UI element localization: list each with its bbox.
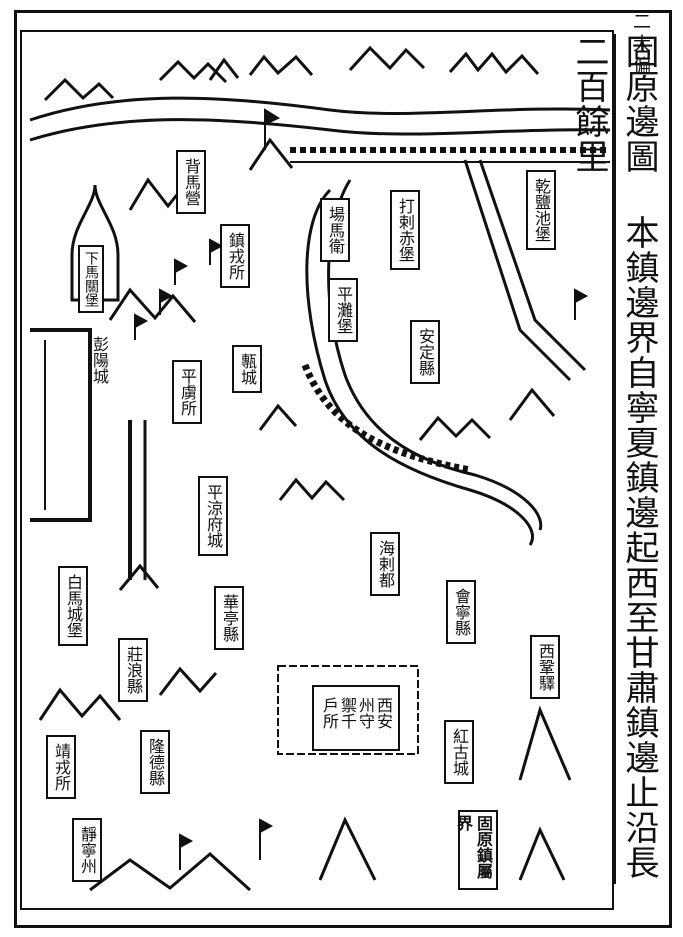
- label-da-la-chi-bao: 打剌赤堡: [390, 190, 420, 270]
- label-hui-ning-xian: 會寧縣: [446, 580, 476, 644]
- label-hai-la-du: 海剌都: [370, 532, 400, 596]
- title-fragment-3: 偏: [633, 56, 651, 77]
- boundary-seal: 固原鎮屬界: [454, 810, 498, 890]
- label-zhuang-lang-xian: 莊浪縣: [118, 638, 148, 702]
- label-xi-gong-yi: 西鞏驛: [530, 635, 560, 699]
- label-xi-an-zhou: 西安州守禦千戶所: [312, 685, 400, 751]
- label-ping-tan-bao: 平灘堡: [328, 278, 358, 342]
- label-wen-cheng: 甎城: [232, 345, 262, 393]
- label-peng-yang-cheng: 彭陽城: [90, 336, 109, 384]
- label-ping-lu-suo: 平虜所: [172, 360, 202, 424]
- label-xia-ma-guan-bao: 下馬關堡: [78, 245, 104, 313]
- label-an-ding-xian: 安定縣: [410, 320, 440, 384]
- map-inner-frame: [20, 30, 614, 910]
- label-bei-ma-ying: 背馬營: [176, 150, 206, 214]
- title-fragment-1: 二: [633, 12, 651, 33]
- label-bai-ma-cheng-bao: 白馬城堡: [58, 566, 88, 646]
- label-gan-yan-chi-bao: 乾鹽池堡: [526, 170, 556, 250]
- map-title: 固原邊圖 本鎮邊界自寧夏鎮邊起西至甘肅鎮邊止沿長二百餘里: [569, 34, 664, 884]
- label-zhen-rong-suo: 鎮戎所: [220, 224, 250, 288]
- label-hong-gu-cheng: 紅古城: [444, 720, 474, 784]
- map-outer-frame: [14, 10, 672, 928]
- label-jing-ning-zhou: 靜寧州: [72, 818, 102, 882]
- title-fragment-2: 大: [633, 34, 651, 55]
- label-ma-chang-wei: 場馬衛: [320, 198, 350, 262]
- label-jing-rong-suo: 靖戎所: [46, 735, 76, 799]
- label-long-de-xian: 隆德縣: [140, 730, 170, 794]
- label-ping-liang-fu-cheng: 平涼府城: [198, 476, 228, 556]
- title-fragment: 二 大 偏: [614, 12, 670, 77]
- label-hua-ting-xian: 華亭縣: [214, 586, 244, 650]
